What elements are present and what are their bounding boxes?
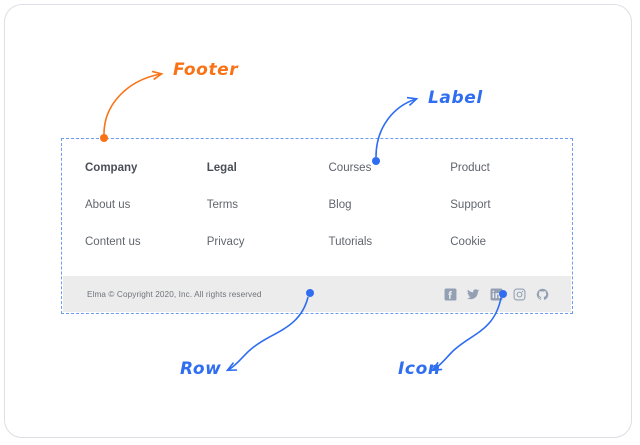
annotation-label-row: Row bbox=[180, 359, 222, 379]
footer-link-privacy[interactable]: Privacy bbox=[206, 236, 245, 248]
facebook-icon[interactable] bbox=[444, 288, 457, 301]
annotation-label-label: Label bbox=[428, 88, 483, 108]
footer-column-legal: Legal Terms Privacy bbox=[207, 161, 329, 277]
footer-link-terms[interactable]: Terms bbox=[206, 199, 239, 211]
footer-heading-product: Product bbox=[450, 162, 490, 174]
twitter-icon[interactable] bbox=[467, 288, 480, 301]
footer-link-blog[interactable]: Blog bbox=[328, 199, 352, 211]
annotation-label-footer: Footer bbox=[173, 60, 239, 80]
footer-link-support[interactable]: Support bbox=[450, 199, 491, 211]
footer-columns: Company About us Content us Legal Terms … bbox=[62, 139, 572, 277]
footer-region: Company About us Content us Legal Terms … bbox=[61, 138, 573, 314]
footer-link-cookie[interactable]: Cookie bbox=[450, 236, 487, 248]
footer-column-company: Company About us Content us bbox=[85, 161, 207, 277]
footer-link-content-us[interactable]: Content us bbox=[85, 236, 141, 248]
footer-column-product: Product Support Cookie bbox=[450, 161, 572, 277]
annotation-label-icon: Icon bbox=[398, 359, 441, 379]
footer-heading-courses: Courses bbox=[328, 162, 372, 174]
copyright-text: Elma © Copyright 2020, Inc. All rights r… bbox=[87, 289, 262, 299]
footer-link-about-us[interactable]: About us bbox=[85, 199, 131, 211]
footer-heading-legal: Legal bbox=[206, 162, 237, 174]
footer-column-courses: Courses Blog Tutorials bbox=[329, 161, 451, 277]
footer-bottom-row: Elma © Copyright 2020, Inc. All rights r… bbox=[63, 276, 571, 312]
footer-link-tutorials[interactable]: Tutorials bbox=[328, 236, 373, 248]
instagram-icon[interactable] bbox=[513, 288, 526, 301]
github-icon[interactable] bbox=[536, 288, 549, 301]
footer-heading-company: Company bbox=[85, 162, 138, 174]
linkedin-icon[interactable] bbox=[490, 288, 503, 301]
social-icon-group bbox=[444, 288, 549, 301]
